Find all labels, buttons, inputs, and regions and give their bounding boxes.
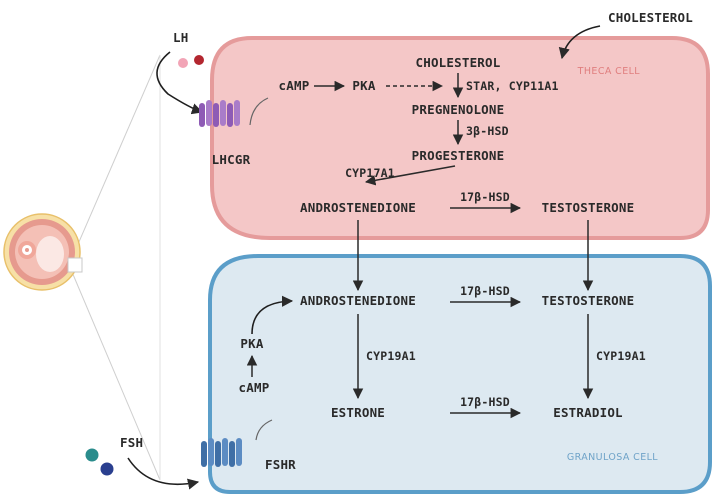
lh-label: LH xyxy=(173,30,188,45)
theca-pregnenolone: PREGNENOLONE xyxy=(412,102,505,117)
granulosa-estrone: ESTRONE xyxy=(331,405,385,420)
external-cholesterol: CHOLESTEROL xyxy=(608,10,693,25)
granulosa-pka-to-andro-arrow xyxy=(251,295,294,335)
granulosa-camp: cAMP xyxy=(239,380,270,395)
lh-binding-arrow xyxy=(156,51,204,115)
progesterone-to-androstenedione-arrow xyxy=(364,165,456,186)
theca-cell-label: THECA CELL xyxy=(577,66,641,77)
fsh-label: FSH xyxy=(120,435,143,450)
granulosa-17b-hsd-bottom: 17β-HSD xyxy=(460,395,510,409)
granulosa-androstenedione: ANDROSTENEDIONE xyxy=(300,293,416,308)
theca-progesterone: PROGESTERONE xyxy=(412,148,505,163)
zoom-line-top xyxy=(71,54,161,259)
fshr-signal-arrow xyxy=(255,419,273,441)
theca-pka: PKA xyxy=(352,78,375,93)
granulosa-cell xyxy=(208,254,712,494)
granulosa-testosterone: TESTOSTERONE xyxy=(542,293,635,308)
granulosa-17b-hsd-top: 17β-HSD xyxy=(460,284,510,298)
fshr-receptor-icon xyxy=(201,438,242,467)
lh-ligand-2 xyxy=(194,55,204,65)
granulosa-cyp19a1-left: CYP19A1 xyxy=(366,349,416,363)
granulosa-pka: PKA xyxy=(240,336,263,351)
fsh-binding-arrow xyxy=(127,457,200,490)
lhcgr-label: LHCGR xyxy=(212,152,251,167)
theca-camp: cAMP xyxy=(279,78,310,93)
theca-testosterone: TESTOSTERONE xyxy=(542,200,635,215)
lhcgr-receptor-icon xyxy=(199,100,240,127)
lhcgr-signal-arrow xyxy=(249,97,269,126)
zoom-line-bottom xyxy=(71,271,161,481)
theca-3b-hsd: 3β-HSD xyxy=(466,124,509,138)
theca-cyp17a1: CYP17A1 xyxy=(345,166,395,180)
theca-androstenedione: ANDROSTENEDIONE xyxy=(300,200,416,215)
granulosa-cell-label: GRANULOSA CELL xyxy=(567,452,658,463)
theca-cholesterol: CHOLESTEROL xyxy=(416,55,501,70)
granulosa-cyp19a1-right: CYP19A1 xyxy=(596,349,646,363)
lh-ligand-1 xyxy=(178,58,188,68)
cholesterol-entry-arrow xyxy=(558,25,601,60)
follicle-icon xyxy=(3,213,83,291)
theca-17b-hsd: 17β-HSD xyxy=(460,190,510,204)
fshr-label: FSHR xyxy=(265,457,296,472)
fsh-ligand-2 xyxy=(100,462,114,476)
theca-star-enzymes: STAR, CYP11A1 xyxy=(466,79,559,93)
fsh-ligand-1 xyxy=(85,448,99,462)
granulosa-estradiol: ESTRADIOL xyxy=(553,405,623,420)
